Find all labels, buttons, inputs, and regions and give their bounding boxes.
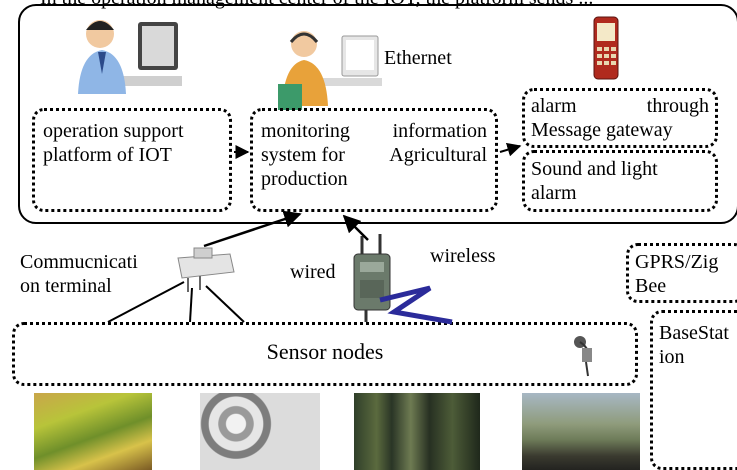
comm-terminal-label: Commucnicati on terminal	[20, 250, 160, 298]
mobile-phone-icon	[592, 15, 620, 81]
iot-platform-line2: platform of IOT	[43, 144, 172, 166]
monitoring-line1a: monitoring	[261, 120, 350, 142]
sensor-probe-icon	[566, 330, 600, 378]
ethernet-label: Ethernet	[384, 47, 452, 69]
alarm-msg-line1a: alarm	[531, 95, 577, 117]
alarm-msg-line2: Message gateway	[531, 119, 673, 141]
monitoring-system-box: monitoring information system for Agricu…	[250, 108, 498, 212]
alarm-message-box: alarm through Message gateway	[522, 88, 718, 148]
alarm-msg-line1b: through	[646, 95, 709, 117]
sensor-nodes-box	[12, 322, 638, 386]
terraced-fields-photo	[34, 393, 152, 470]
comm-terminal-line1: Commucnicati	[20, 251, 138, 273]
arrow-monitoring-to-alarms	[499, 142, 522, 157]
gprs-line2: Bee	[635, 275, 667, 297]
comm-terminal-line2: on terminal	[20, 275, 112, 297]
basestation-box: BaseStat ion	[650, 310, 737, 470]
headset-operator-icon	[278, 22, 384, 114]
wireless-station-icon	[350, 232, 394, 324]
forest-photo	[354, 393, 480, 470]
monitoring-line2a: system for	[261, 144, 345, 166]
arrow-station-to-monitoring	[342, 214, 369, 241]
alarm-sound-line1: Sound and light	[531, 158, 658, 180]
gprs-zigbee-box: GPRS/Zig Bee	[626, 243, 737, 303]
basestation-line1: BaseStat	[659, 322, 729, 344]
monitoring-line1b: information	[392, 120, 487, 142]
wire-to-sensors-3	[205, 285, 245, 323]
sensor-nodes-label: Sensor nodes	[266, 339, 384, 364]
wire-to-sensors-2	[189, 287, 193, 323]
iot-platform-line1: operation support	[43, 120, 184, 142]
wireless-zigzag	[379, 285, 453, 325]
grazing-livestock-photo	[522, 393, 640, 470]
basestation-line2: ion	[659, 346, 685, 368]
operator-workstation-icon	[68, 14, 184, 110]
management-center-container	[18, 4, 737, 224]
alarm-sound-line2: alarm	[531, 182, 577, 204]
comm-terminal-device-icon	[172, 244, 238, 294]
monitoring-line2b: Agricultural	[389, 144, 487, 166]
arrow-terminal-to-monitoring	[203, 210, 302, 248]
aquaculture-photo	[200, 393, 320, 470]
wire-to-sensors-1	[107, 281, 185, 323]
gprs-line1: GPRS/Zig	[635, 251, 719, 273]
wireless-label: wireless	[430, 245, 496, 267]
sound-light-alarm-box: Sound and light alarm	[522, 150, 718, 212]
iot-platform-box: operation support platform of IOT	[32, 108, 232, 212]
monitoring-line3: production	[261, 168, 348, 190]
wired-label: wired	[290, 261, 336, 283]
